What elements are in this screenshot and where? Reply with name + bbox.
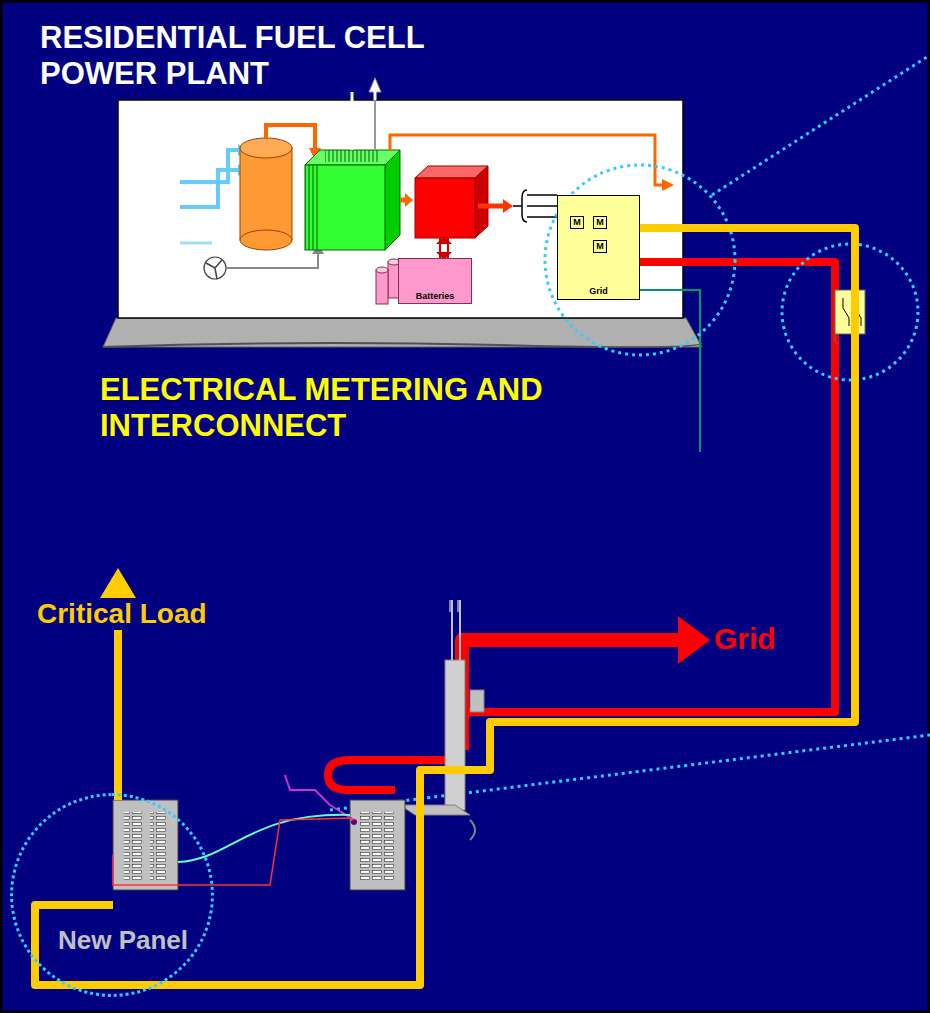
meter-label: M <box>593 240 607 253</box>
reformer-tank <box>266 125 315 150</box>
power-conditioner <box>503 199 513 213</box>
reformer-tank <box>240 125 321 250</box>
node-text: Grid <box>589 286 608 296</box>
grid-wire <box>328 262 835 790</box>
bus-bracket <box>513 190 557 222</box>
battery-box: Batteries <box>398 258 472 304</box>
fuel-cell-stack <box>385 150 400 250</box>
reformer-tank <box>240 230 292 250</box>
callout-circle <box>545 165 735 355</box>
meter-pole <box>400 805 470 815</box>
meter-pole <box>450 600 458 612</box>
main-panel <box>359 812 395 882</box>
power-conditioner <box>478 204 505 209</box>
power-conditioner <box>400 166 513 260</box>
heat-arrow <box>390 135 665 185</box>
grid-wire <box>462 640 680 750</box>
power-conditioner <box>405 193 413 207</box>
fuel-cell-stack <box>325 150 380 162</box>
intake-arrows <box>204 257 226 279</box>
node-text: New Panel <box>58 925 188 955</box>
callout-circle <box>782 244 918 380</box>
new-panel-box <box>113 800 352 890</box>
grid-wire <box>328 262 835 790</box>
battery-cells <box>376 267 388 273</box>
power-conditioner <box>415 178 475 238</box>
ground-wire <box>640 290 700 452</box>
flow-label: Grid <box>712 622 778 656</box>
new-panel-box <box>124 812 142 882</box>
heat-arrow <box>390 135 674 191</box>
bus-bracket <box>513 205 522 207</box>
fuel-cell-stack <box>305 78 400 250</box>
grid-arrowhead <box>678 616 710 664</box>
new-panel-box <box>178 815 350 862</box>
meter-pole <box>452 600 460 660</box>
intake-arrows <box>180 150 238 182</box>
plant-housing <box>103 100 702 347</box>
heat-arrow <box>662 179 674 191</box>
plant-housing <box>103 343 702 347</box>
battery-cells <box>376 259 400 304</box>
intake-arrows <box>180 170 238 207</box>
load-wire <box>35 905 214 985</box>
intake-arrows <box>180 242 212 245</box>
fuel-cell-stack <box>305 150 400 165</box>
main-panel <box>285 775 405 890</box>
meter-pole <box>400 600 484 840</box>
transfer-switch <box>835 290 865 334</box>
connector-layer <box>214 228 855 985</box>
meter-label: M <box>593 216 607 229</box>
callout-circle: New Panel <box>10 793 214 997</box>
transfer-switch <box>835 334 838 344</box>
transfer-switch <box>835 290 865 344</box>
reformer-tank <box>240 148 292 240</box>
plant-housing <box>118 100 683 318</box>
zoom-lines <box>712 55 930 195</box>
bus-bracket <box>522 190 527 222</box>
intake-arrows <box>180 144 324 279</box>
intake-arrows <box>226 252 318 268</box>
main-panel <box>350 800 405 890</box>
fuel-cell-stack <box>351 92 354 150</box>
load-arrowhead <box>100 568 136 598</box>
battery-cells <box>376 270 388 304</box>
new-panel-box <box>150 812 168 882</box>
fuel-cell-stack <box>374 88 377 100</box>
reformer-tank <box>240 138 292 158</box>
intake-arrows <box>206 260 222 279</box>
diagram-title: RESIDENTIAL FUEL CELL POWER PLANT <box>40 20 480 92</box>
bus-bracket <box>527 195 557 217</box>
meter-pole <box>445 660 465 810</box>
flow-label: Critical Load <box>35 598 209 630</box>
load-wire <box>214 228 855 985</box>
meter-pole <box>470 690 484 712</box>
power-conditioner <box>436 236 452 244</box>
section-heading: ELECTRICAL METERING AND INTERCONNECT <box>100 372 660 444</box>
power-conditioner <box>475 166 488 238</box>
new-panel-box <box>113 800 178 890</box>
plant-housing <box>103 318 702 347</box>
fuel-cell-stack <box>305 165 319 250</box>
fuel-cell-stack <box>305 165 385 250</box>
new-panel-box <box>113 818 352 885</box>
meter-pole <box>470 820 475 840</box>
node-text: Batteries <box>416 291 455 301</box>
main-panel <box>285 775 354 820</box>
meter-label: M <box>570 216 584 229</box>
